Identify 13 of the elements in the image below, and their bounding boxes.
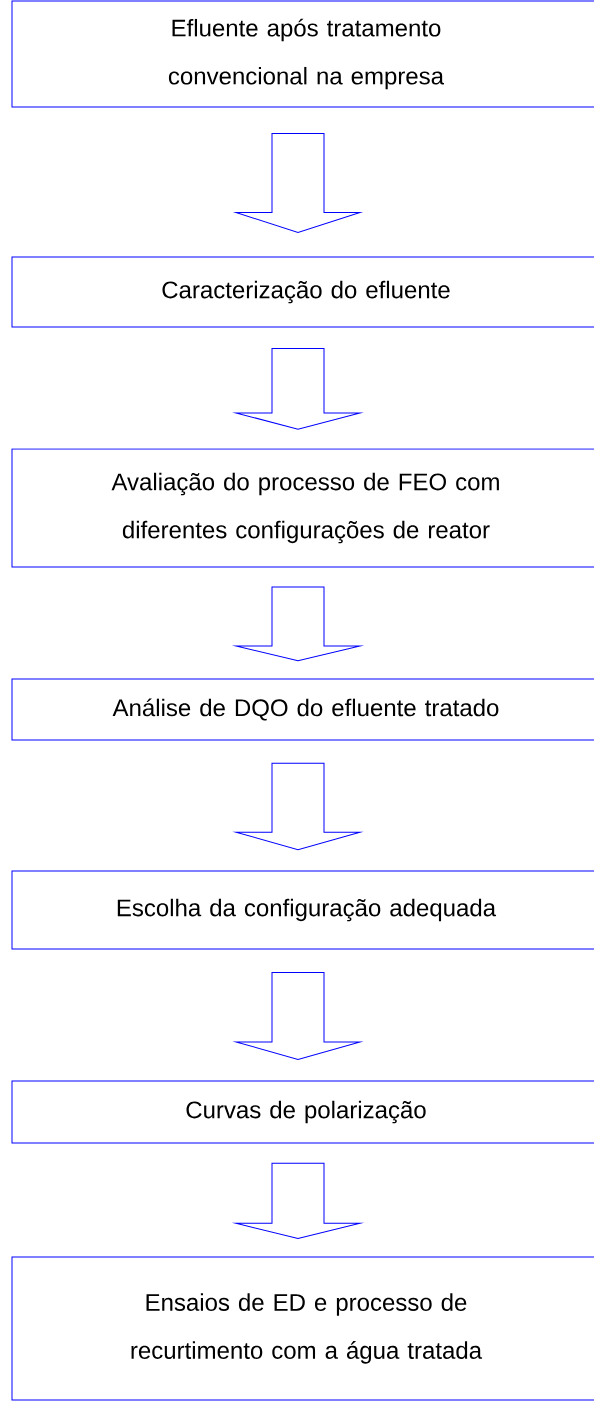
block-arrow bbox=[235, 348, 361, 430]
process-box: Caracterização do efluente bbox=[11, 256, 594, 328]
block-arrow bbox=[235, 971, 361, 1060]
process-box: Análise de DQO do efluente tratado bbox=[11, 678, 594, 741]
process-box: Avaliação do processo de FEO com diferentes configurações de reator bbox=[11, 448, 594, 568]
block-arrow bbox=[235, 586, 361, 662]
block-arrow bbox=[235, 762, 361, 851]
process-box: Ensaios de ED e processo de recurtimento com a água tratada bbox=[11, 1256, 594, 1401]
block-arrow bbox=[235, 133, 361, 233]
process-box: Curvas de polarização bbox=[11, 1080, 594, 1144]
block-arrow bbox=[235, 1162, 361, 1239]
process-box: Efluente após tratamento convencional na empresa bbox=[11, 0, 594, 108]
process-box: Escolha da configuração adequada bbox=[11, 870, 594, 950]
